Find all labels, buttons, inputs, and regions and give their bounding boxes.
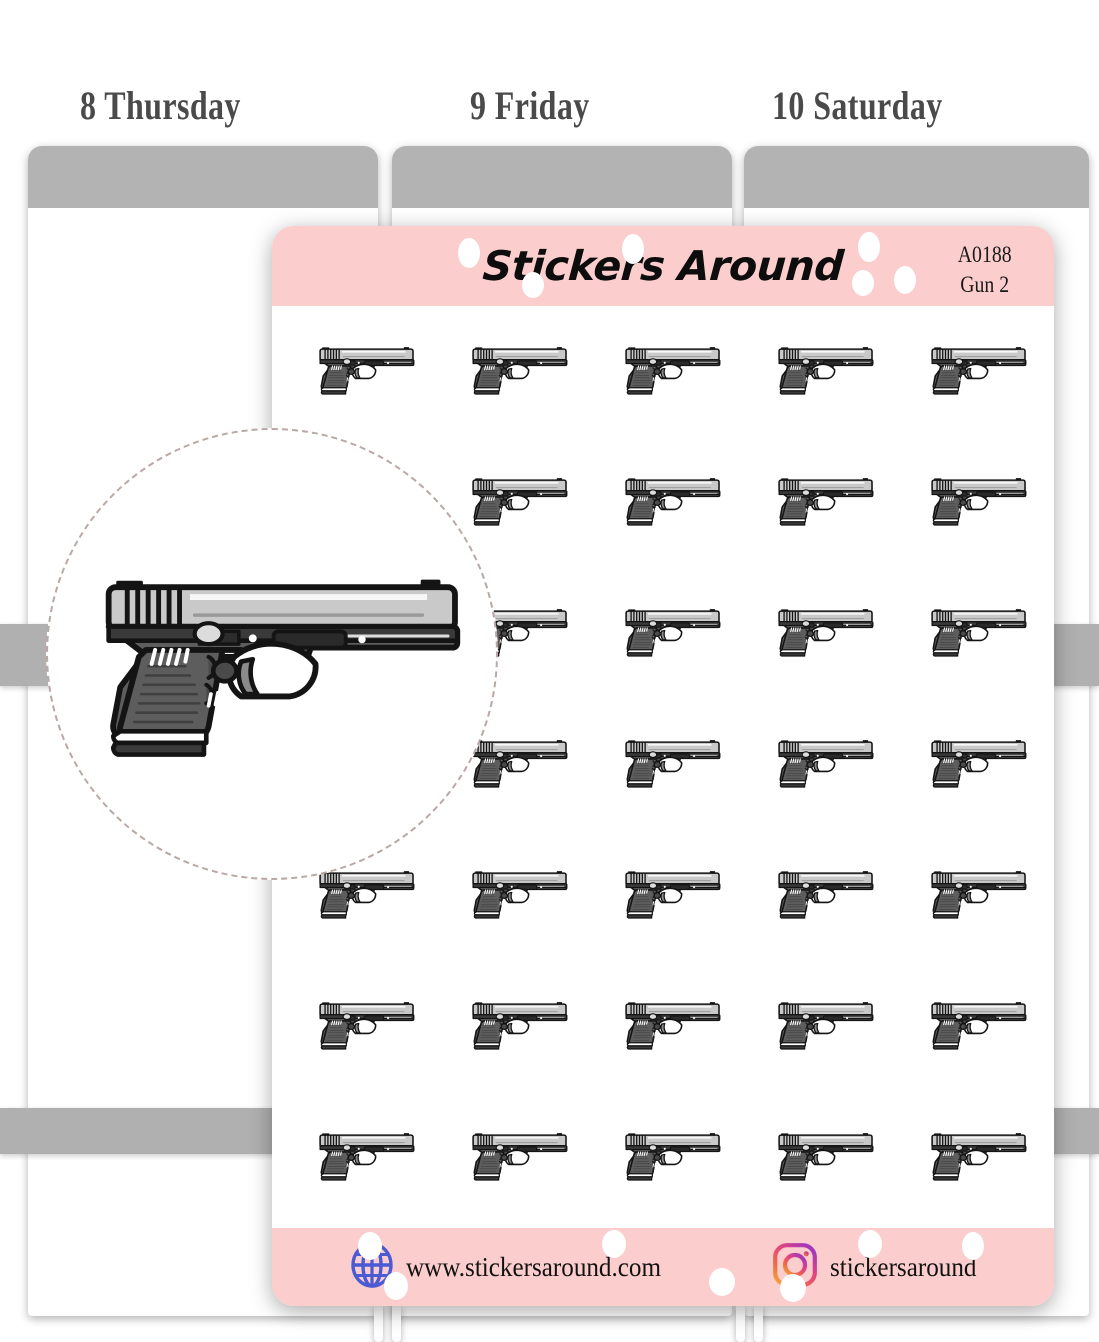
sticker-cell-r6-c3[interactable] xyxy=(618,985,724,1061)
sticker-cell-r5-c4[interactable] xyxy=(771,854,877,930)
footer-dot-2 xyxy=(384,1272,408,1300)
sheet-footer-band: www.stickersaround.com xyxy=(272,1228,1054,1306)
sticker-cell-r7-c4[interactable] xyxy=(771,1116,877,1192)
sticker-cell-r7-c5[interactable] xyxy=(924,1116,1030,1192)
sticker-cell-r4-c3[interactable] xyxy=(618,723,724,799)
planner-stub-right-b xyxy=(754,1306,763,1342)
sticker-cell-r6-c4[interactable] xyxy=(771,985,877,1061)
footer-dot-4 xyxy=(709,1268,735,1296)
sticker-cell-r5-c3[interactable] xyxy=(618,854,724,930)
product-name: Gun 2 xyxy=(960,271,1010,297)
sticker-cell-r3-c5[interactable] xyxy=(924,592,1030,668)
header-dot-3 xyxy=(522,272,544,298)
planner-band-lower-left xyxy=(0,1108,290,1154)
sticker-cell-r1-c5[interactable] xyxy=(924,330,1030,406)
sticker-cell-r2-c5[interactable] xyxy=(924,461,1030,537)
website-label: www.stickersaround.com xyxy=(406,1251,661,1282)
planner-tab-thursday xyxy=(28,146,378,208)
day-header-saturday: 10 Saturday xyxy=(772,83,943,128)
sticker-cell-r4-c4[interactable] xyxy=(771,723,877,799)
sticker-cell-r1-c4[interactable] xyxy=(771,330,877,406)
footer-dot-1 xyxy=(358,1232,382,1260)
magnified-sticker-preview xyxy=(46,428,498,880)
sticker-cell-r1-c3[interactable] xyxy=(618,330,724,406)
sheet-header-band: Stickers Around A0188 Gun 2 xyxy=(272,226,1054,306)
sticker-cell-r4-c5[interactable] xyxy=(924,723,1030,799)
sticker-cell-r7-c1[interactable] xyxy=(312,1116,418,1192)
gun-pistol-sticker-large xyxy=(76,550,476,765)
sticker-cell-r3-c3[interactable] xyxy=(618,592,724,668)
sticker-cell-r2-c4[interactable] xyxy=(771,461,877,537)
instagram-label: stickersaround xyxy=(830,1251,977,1282)
sticker-cell-r5-c2[interactable] xyxy=(465,854,571,930)
sticker-cell-r7-c3[interactable] xyxy=(618,1116,724,1192)
sticker-cell-r1-c1[interactable] xyxy=(312,330,418,406)
header-dot-6 xyxy=(894,266,916,294)
header-dot-4 xyxy=(852,270,874,296)
sticker-cell-r4-c2[interactable] xyxy=(465,723,571,799)
sticker-cell-r5-c5[interactable] xyxy=(924,854,1030,930)
sticker-cell-r2-c3[interactable] xyxy=(618,461,724,537)
planner-tab-saturday xyxy=(744,146,1089,208)
sticker-cell-r5-c1[interactable] xyxy=(312,854,418,930)
sticker-cell-r2-c2[interactable] xyxy=(465,461,571,537)
planner-stub-left-b xyxy=(392,1306,401,1342)
footer-dot-3 xyxy=(602,1230,626,1258)
day-header-friday: 9 Friday xyxy=(470,83,590,128)
header-dot-1 xyxy=(458,238,480,268)
sticker-cell-r6-c2[interactable] xyxy=(465,985,571,1061)
header-dot-2 xyxy=(622,234,644,264)
header-dot-5 xyxy=(858,232,880,262)
footer-dot-5 xyxy=(858,1230,882,1258)
product-code: A0188 xyxy=(958,242,1012,267)
sticker-cell-r6-c5[interactable] xyxy=(924,985,1030,1061)
product-code-label: A0188 Gun 2 xyxy=(958,240,1012,300)
planner-stub-right-a xyxy=(736,1306,745,1342)
day-header-thursday: 8 Thursday xyxy=(80,83,241,128)
sticker-cell-r7-c2[interactable] xyxy=(465,1116,571,1192)
sticker-cell-r6-c1[interactable] xyxy=(312,985,418,1061)
planner-tab-friday xyxy=(392,146,732,208)
sticker-cell-r3-c4[interactable] xyxy=(771,592,877,668)
sticker-cell-r1-c2[interactable] xyxy=(465,330,571,406)
brand-title: Stickers Around xyxy=(481,242,845,290)
footer-dot-7 xyxy=(962,1232,984,1260)
footer-dot-6 xyxy=(780,1274,806,1302)
planner-stub-left-a xyxy=(374,1306,383,1342)
